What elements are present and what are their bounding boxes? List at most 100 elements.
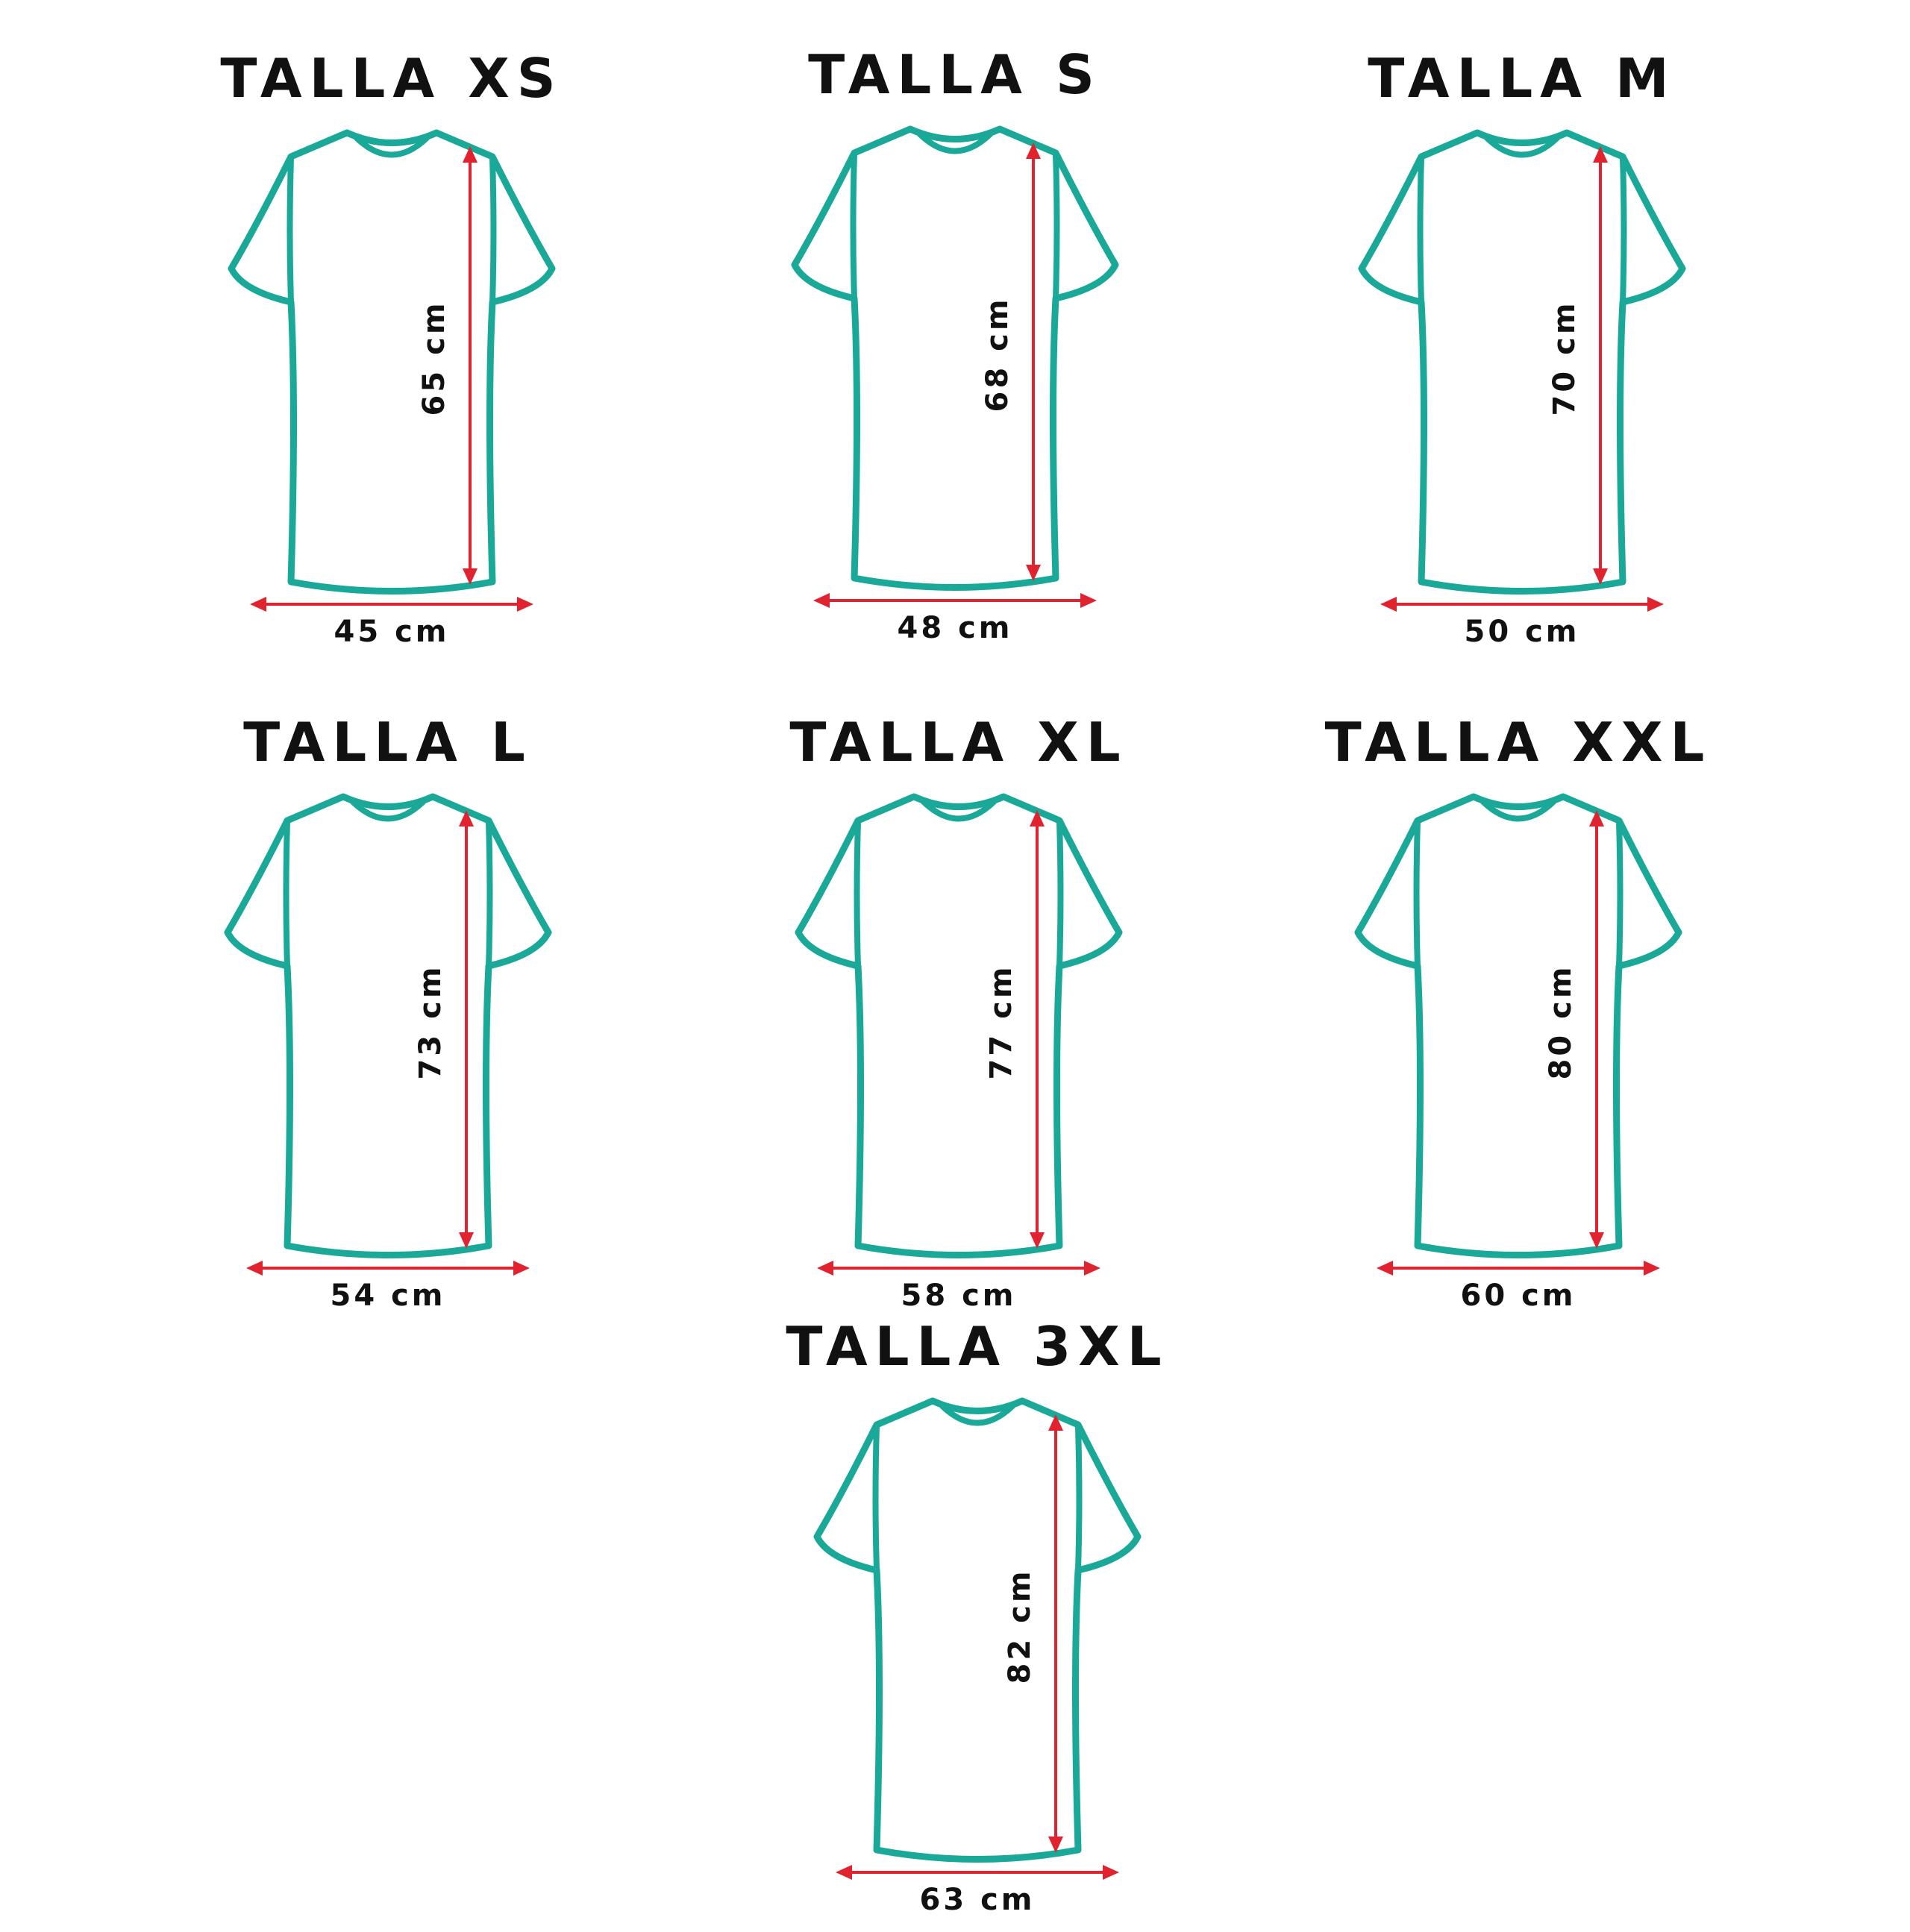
shirt-outline	[1354, 793, 1682, 1258]
shirt-body	[795, 793, 1123, 1258]
left-sleeve-seam	[286, 157, 294, 303]
length-arrow	[1030, 810, 1045, 1249]
length-arrow-head-bottom	[1048, 1837, 1063, 1853]
width-label: 54 cm	[331, 1279, 446, 1313]
shirt-collar	[917, 131, 993, 154]
size-card-xs: TALLA XS 65 cm 45 cm	[131, 45, 653, 664]
width-label: 50 cm	[1465, 615, 1580, 649]
size-title: TALLA XL	[789, 711, 1128, 774]
length-label: 77 cm	[984, 965, 1018, 1080]
shirt-outline	[224, 793, 552, 1258]
length-label: 80 cm	[1544, 965, 1578, 1080]
size-title: TALLA XS	[220, 47, 563, 110]
right-sleeve-seam	[1616, 821, 1624, 967]
shirt-body	[791, 125, 1119, 591]
shirt-body	[224, 793, 552, 1258]
length-arrow-head-top	[1593, 146, 1608, 163]
shirt-body	[228, 129, 556, 595]
shirt-collar	[921, 799, 997, 822]
length-arrow	[1589, 810, 1604, 1249]
width-arrow-head-left	[813, 593, 830, 608]
t-shirt-icon: 73 cm 54 cm	[224, 793, 552, 1313]
width-arrow-head-right	[513, 1261, 530, 1276]
right-sleeve-seam	[1056, 821, 1064, 967]
length-arrow-head-bottom	[1589, 1232, 1604, 1249]
width-label: 60 cm	[1461, 1279, 1576, 1313]
shirt-outline	[228, 129, 556, 595]
length-arrow	[463, 146, 478, 585]
width-arrow-head-right	[1080, 593, 1097, 608]
left-sleeve-seam	[1417, 157, 1424, 303]
size-title: TALLA XXL	[1324, 711, 1712, 774]
size-card-s: TALLA S 68 cm 48 cm	[694, 41, 1216, 660]
length-label: 68 cm	[980, 297, 1015, 413]
size-card-xl: TALLA XL 77 cm 58 cm	[698, 709, 1220, 1328]
shirt-outline	[791, 125, 1119, 591]
length-arrow-head-top	[1589, 810, 1604, 827]
length-arrow	[459, 810, 474, 1249]
t-shirt-icon: 77 cm 58 cm	[795, 793, 1123, 1313]
width-arrow-head-left	[836, 1865, 852, 1880]
t-shirt-icon: 82 cm 63 cm	[813, 1397, 1142, 1917]
width-label: 58 cm	[901, 1279, 1017, 1313]
shirt-body	[1354, 793, 1682, 1258]
length-arrow-head-bottom	[463, 568, 478, 585]
width-arrow	[1377, 1261, 1660, 1276]
left-sleeve-seam	[1413, 821, 1421, 967]
width-arrow	[836, 1865, 1119, 1880]
width-label: 48 cm	[898, 611, 1013, 645]
width-arrow	[246, 1261, 530, 1276]
width-arrow	[1380, 597, 1664, 612]
width-arrow	[813, 593, 1097, 608]
t-shirt-icon: 70 cm 50 cm	[1358, 129, 1686, 649]
right-sleeve-seam	[1620, 157, 1627, 303]
size-title: TALLA 3XL	[786, 1315, 1169, 1378]
length-arrow	[1026, 142, 1041, 581]
shirt-outline	[795, 793, 1123, 1258]
right-sleeve-seam	[1053, 154, 1060, 299]
length-arrow	[1048, 1414, 1063, 1853]
width-arrow-head-right	[1647, 597, 1664, 612]
width-arrow-head-right	[1103, 1865, 1119, 1880]
width-arrow	[250, 597, 533, 612]
size-title: TALLA M	[1368, 47, 1676, 110]
length-arrow-head-top	[463, 146, 478, 163]
right-sleeve-seam	[489, 157, 497, 303]
size-card-m: TALLA M 70 cm 50 cm	[1261, 45, 1783, 664]
shirt-collar	[1484, 135, 1560, 158]
width-label: 45 cm	[334, 615, 450, 649]
length-arrow-head-top	[1048, 1414, 1063, 1431]
shirt-outline	[1358, 129, 1686, 595]
left-sleeve-seam	[854, 821, 861, 967]
width-arrow-head-left	[246, 1261, 263, 1276]
shirt-collar	[939, 1403, 1015, 1426]
t-shirt-icon: 68 cm 48 cm	[791, 125, 1119, 645]
shirt-outline	[813, 1397, 1142, 1863]
length-arrow-head-bottom	[459, 1232, 474, 1249]
left-sleeve-seam	[872, 1426, 880, 1571]
size-title: TALLA S	[808, 43, 1102, 106]
length-label: 65 cm	[417, 301, 451, 416]
length-arrow-head-bottom	[1593, 568, 1608, 585]
size-card-l: TALLA L 73 cm 54 cm	[127, 709, 649, 1328]
length-arrow-head-top	[1026, 142, 1041, 159]
width-arrow-head-left	[1377, 1261, 1393, 1276]
shirt-body	[813, 1397, 1142, 1863]
shirt-collar	[350, 799, 426, 822]
length-label: 73 cm	[413, 965, 448, 1080]
length-arrow-head-top	[459, 810, 474, 827]
shirt-collar	[354, 135, 430, 158]
size-title: TALLA L	[243, 711, 533, 774]
width-arrow	[817, 1261, 1100, 1276]
length-arrow-head-bottom	[1030, 1232, 1045, 1249]
t-shirt-icon: 65 cm 45 cm	[228, 129, 556, 649]
shirt-collar	[1480, 799, 1556, 822]
length-label: 70 cm	[1547, 301, 1582, 416]
size-card-3xl: TALLA 3XL 82 cm 63 cm	[716, 1313, 1239, 1932]
width-arrow-head-right	[517, 597, 533, 612]
right-sleeve-seam	[1075, 1426, 1083, 1571]
length-label: 82 cm	[1003, 1569, 1037, 1684]
t-shirt-icon: 80 cm 60 cm	[1354, 793, 1682, 1313]
width-arrow-head-left	[250, 597, 266, 612]
width-arrow-head-right	[1084, 1261, 1100, 1276]
